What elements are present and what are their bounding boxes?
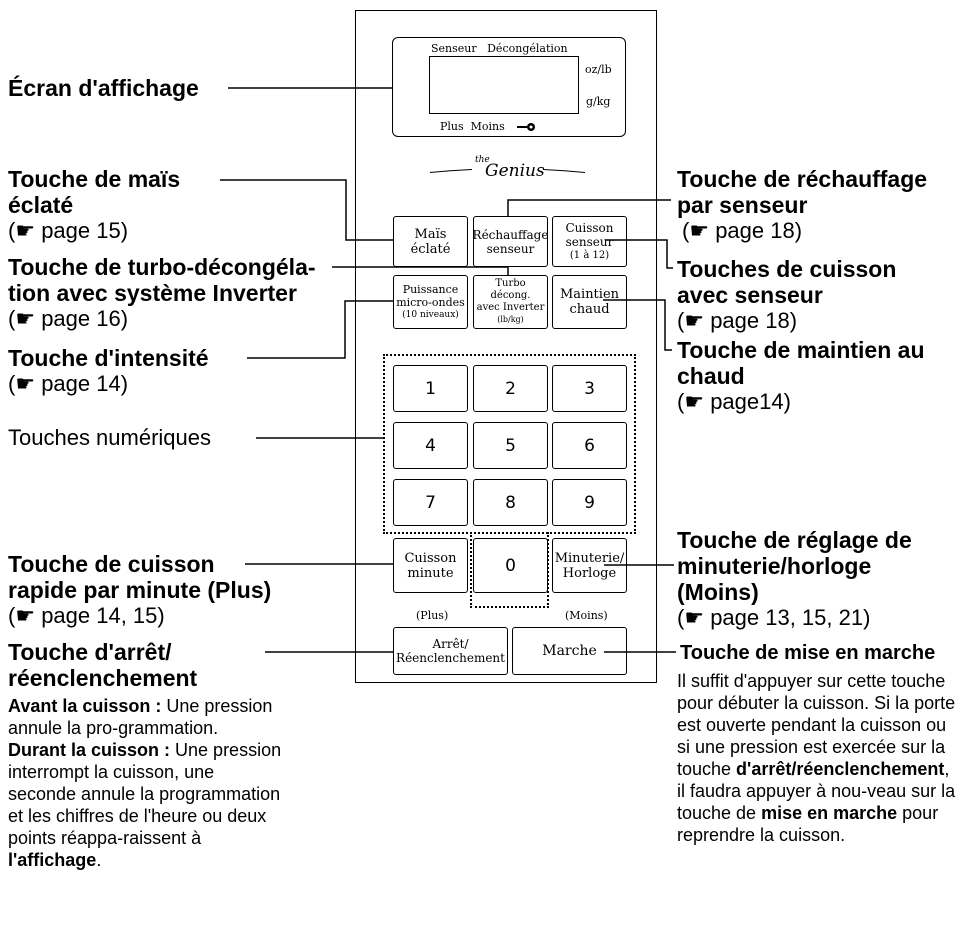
hand-pointer-icon: ☛ bbox=[15, 306, 36, 331]
hand-pointer-icon: ☛ bbox=[15, 603, 36, 628]
callout-turbo-title-2: tion avec système Inverter bbox=[8, 280, 297, 306]
hand-pointer-icon: ☛ bbox=[15, 218, 36, 243]
display-top-labels: Senseur Décongélation bbox=[431, 42, 568, 55]
number-key-1[interactable]: 1 bbox=[393, 365, 468, 412]
callout-turbo-ref: (☛ page 16) bbox=[8, 306, 129, 331]
moins-label: (Moins) bbox=[565, 609, 608, 622]
one-minute-cook-button[interactable]: Cuisson minute bbox=[393, 538, 468, 593]
callout-stop-title-1: Touche d'arrêt/ bbox=[8, 639, 172, 665]
callout-turbo-title-1: Touche de turbo-décongéla- bbox=[8, 254, 316, 280]
stop-description: Avant la cuisson : Une pression annule l… bbox=[8, 696, 282, 870]
callout-keep-warm-ref: (☛ page14) bbox=[677, 389, 791, 414]
callout-sensor-cook-title-2: avec senseur bbox=[677, 282, 823, 308]
callout-timer-ref: (☛ page 13, 15, 21) bbox=[677, 605, 871, 630]
stop-reset-button[interactable]: Arrêt/ Réenclenchement bbox=[393, 627, 508, 675]
callout-stop-title-2: réenclenchement bbox=[8, 665, 198, 691]
callout-start-title: Touche de mise en marche bbox=[680, 642, 936, 664]
callout-popcorn-title-1: Touche de maïs bbox=[8, 166, 181, 192]
hand-pointer-icon: ☛ bbox=[684, 389, 705, 414]
genius-logo: the Genius bbox=[430, 152, 585, 184]
display-bottom-labels: Plus Moins bbox=[440, 120, 505, 133]
hand-pointer-icon: ☛ bbox=[689, 218, 710, 243]
callout-timer-title-1: Touche de réglage de bbox=[677, 527, 912, 553]
display-screen bbox=[392, 37, 626, 137]
start-description: Il suffit d'appuyer sur cette touche pou… bbox=[677, 671, 956, 845]
callout-timer-title-2: minuterie/horloge bbox=[677, 553, 872, 579]
sensor-cook-button[interactable]: Cuisson senseur (1 à 12) bbox=[552, 216, 627, 267]
number-key-0[interactable]: 0 bbox=[473, 538, 548, 593]
callout-timer-title-3: (Moins) bbox=[677, 579, 759, 605]
display-unit-oz-lb: oz/lb bbox=[585, 63, 612, 76]
number-key-9[interactable]: 9 bbox=[552, 479, 627, 526]
keep-warm-button[interactable]: Maintien chaud bbox=[552, 275, 627, 329]
zero-key-frame bbox=[470, 532, 549, 608]
number-key-8[interactable]: 8 bbox=[473, 479, 548, 526]
callout-sensor-cook-title-1: Touches de cuisson bbox=[677, 256, 897, 282]
callout-display-screen: Écran d'affichage bbox=[8, 75, 199, 101]
callout-quick-cook-title-1: Touche de cuisson bbox=[8, 551, 215, 577]
callout-keep-warm-title-2: chaud bbox=[677, 363, 745, 389]
callout-intensity-ref: (☛ page 14) bbox=[8, 371, 129, 396]
start-button[interactable]: Marche bbox=[512, 627, 627, 675]
plus-label: (Plus) bbox=[416, 609, 449, 622]
callout-popcorn-title-2: éclaté bbox=[8, 192, 74, 218]
callout-keep-warm-title-1: Touche de maintien au bbox=[677, 337, 925, 363]
popcorn-button[interactable]: Maïs éclaté bbox=[393, 216, 468, 267]
hand-pointer-icon: ☛ bbox=[15, 371, 36, 396]
control-panel bbox=[355, 10, 657, 683]
svg-text:the: the bbox=[475, 155, 490, 165]
hand-pointer-icon: ☛ bbox=[684, 308, 705, 333]
callout-reheat-title-1: Touche de réchauffage bbox=[677, 166, 928, 192]
callout-reheat-ref: (☛ page 18) bbox=[682, 218, 803, 243]
number-key-2[interactable]: 2 bbox=[473, 365, 548, 412]
callout-quick-cook-title-2: rapide par minute (Plus) bbox=[8, 577, 272, 603]
number-key-7[interactable]: 7 bbox=[393, 479, 468, 526]
sensor-reheat-button[interactable]: Réchauffage senseur bbox=[473, 216, 548, 267]
number-key-6[interactable]: 6 bbox=[552, 422, 627, 469]
power-level-button[interactable]: Puissance micro-ondes (10 niveaux) bbox=[393, 275, 468, 329]
callout-quick-cook-ref: (☛ page 14, 15) bbox=[8, 603, 165, 628]
display-window bbox=[429, 56, 579, 114]
svg-text:Genius: Genius bbox=[485, 161, 545, 181]
turbo-defrost-button[interactable]: Turbo décong. avec Inverter (lb/kg) bbox=[473, 275, 548, 329]
callout-intensity-title: Touche d'intensité bbox=[8, 345, 209, 371]
callout-sensor-cook-ref: (☛ page 18) bbox=[677, 308, 798, 333]
callout-reheat-title-2: par senseur bbox=[677, 192, 808, 218]
callout-popcorn-ref: (☛ page 15) bbox=[8, 218, 129, 243]
numeric-keypad-frame bbox=[383, 354, 636, 534]
display-unit-g-kg: g/kg bbox=[586, 95, 611, 108]
number-key-5[interactable]: 5 bbox=[473, 422, 548, 469]
number-key-4[interactable]: 4 bbox=[393, 422, 468, 469]
key-lock-icon bbox=[517, 123, 535, 131]
number-key-3[interactable]: 3 bbox=[552, 365, 627, 412]
hand-pointer-icon: ☛ bbox=[684, 605, 705, 630]
callout-numeric-keys: Touches numériques bbox=[8, 425, 212, 450]
